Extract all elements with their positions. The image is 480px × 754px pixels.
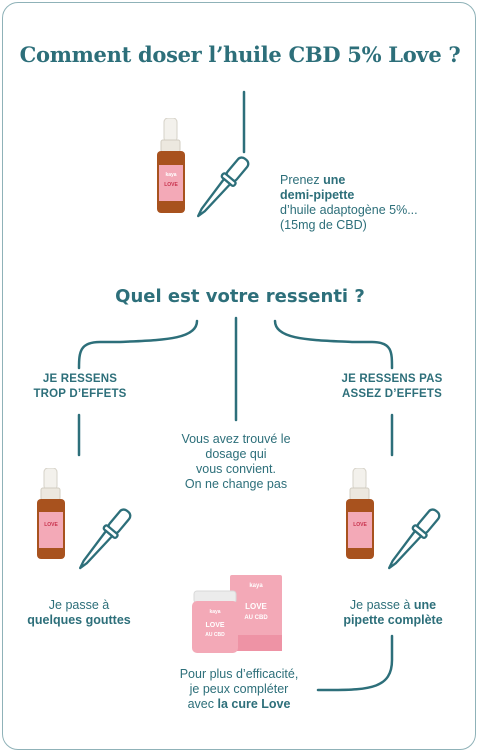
left-caption: JE RESSENS TROP D’EFFETS: [33, 373, 127, 400]
center-result: Vous avez trouvé le dosage qui vous conv…: [181, 432, 291, 491]
box-label-1: LOVE: [245, 602, 267, 611]
left-result: Je passe à quelques gouttes: [27, 598, 131, 627]
step1-text: Prenez une demi-pipette d’huile adaptogè…: [280, 173, 418, 232]
right-result: Je passe à une pipette complète: [343, 598, 443, 627]
box-brand: kaya: [249, 583, 263, 589]
bottom-connector: [316, 634, 394, 692]
infographic-card: [2, 2, 476, 750]
right-branch: [273, 319, 394, 370]
jar-brand: kaya: [209, 609, 220, 615]
box-label-2: AU CBD: [244, 615, 268, 621]
jar-label-2: AU CBD: [205, 632, 225, 638]
question-heading: Quel est votre ressenti ?: [115, 286, 365, 307]
oil-bottle-right: LOVE: [346, 468, 441, 570]
jar-label-1: LOVE: [205, 622, 224, 629]
oil-bottle-left: LOVE: [37, 468, 132, 570]
bottle-label: LOVE: [44, 522, 58, 528]
oil-bottle-top: kaya LOVE: [157, 118, 250, 218]
left-branch: [77, 319, 199, 370]
page-title: Comment doser l’huile CBD 5% Love ?: [19, 42, 461, 67]
cure-love-product: kaya LOVE AU CBD kaya LOVE AU CBD: [192, 575, 282, 653]
bottle-label: LOVE: [353, 522, 367, 528]
bottom-text: Pour plus d’efficacité, je peux compléte…: [179, 667, 299, 711]
bottle-brand: kaya: [165, 172, 176, 178]
bottle-label: LOVE: [164, 182, 178, 188]
right-caption: JE RESSENS PAS ASSEZ D’EFFETS: [341, 373, 443, 400]
